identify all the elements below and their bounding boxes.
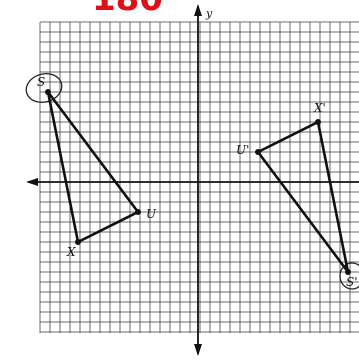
circle-mark-s-prime bbox=[339, 262, 359, 290]
y-axis-label: y bbox=[205, 7, 213, 20]
vertex-x-prime bbox=[315, 119, 321, 125]
vertex-label-x-prime: X' bbox=[313, 101, 326, 115]
vertex-u-prime bbox=[255, 149, 261, 155]
vertex-label-s: S bbox=[37, 75, 45, 89]
x-axis-arrow bbox=[26, 178, 38, 186]
axes: y bbox=[26, 4, 359, 356]
vertex-label-s-prime: S' bbox=[346, 275, 358, 289]
circle-marks bbox=[25, 73, 359, 290]
y-axis-arrow-top bbox=[194, 4, 202, 16]
vertex-label-u-prime: U' bbox=[236, 143, 249, 157]
triangles: S U X U' X' S' bbox=[37, 75, 358, 289]
vertex-label-x: X bbox=[66, 245, 76, 259]
circle-mark-s bbox=[25, 73, 63, 103]
triangle-image bbox=[256, 120, 350, 274]
vertex-u bbox=[135, 209, 141, 215]
triangle-original bbox=[46, 90, 140, 244]
grid bbox=[39, 21, 359, 333]
vertex-x bbox=[75, 239, 81, 245]
rotation-annotation: 180 bbox=[92, 0, 163, 19]
vertex-s bbox=[45, 89, 51, 95]
vertex-label-u: U bbox=[146, 207, 157, 221]
y-axis-arrow-bottom bbox=[194, 344, 202, 356]
vertex-s-prime bbox=[345, 269, 351, 275]
